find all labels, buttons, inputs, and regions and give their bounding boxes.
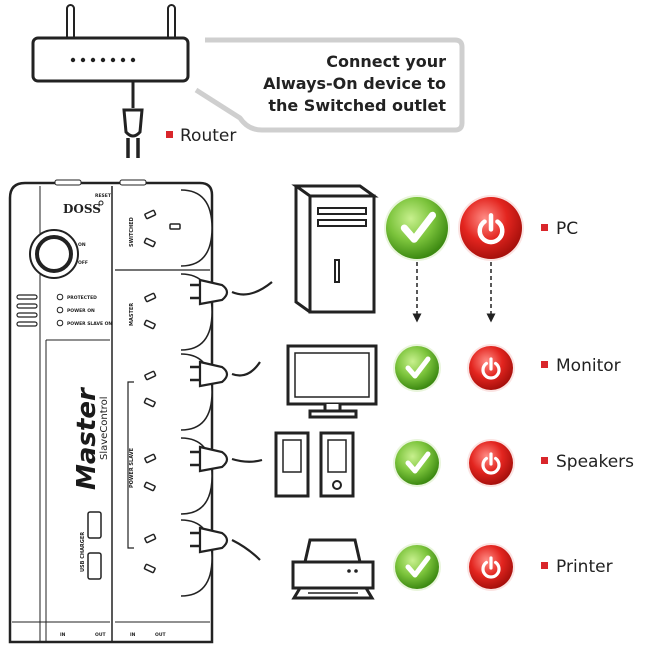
svg-text:IN: IN — [130, 632, 136, 638]
plug-icon — [190, 526, 261, 561]
speakers-bullet — [541, 457, 548, 464]
svg-text:OUT: OUT — [95, 632, 106, 638]
device-label-monitor: Monitor — [556, 356, 621, 376]
switched-label: SWITCHED — [129, 217, 135, 247]
callout-line-3: the Switched outlet — [268, 96, 446, 115]
brand-logo: DOSS — [63, 202, 101, 216]
check-icon — [384, 195, 450, 261]
power-icon — [467, 543, 515, 591]
master-slavecontrol-logo: Master SlaveControl — [72, 386, 110, 490]
svg-text:SlaveControl: SlaveControl — [99, 397, 110, 460]
switch-off-label: OFF — [78, 260, 88, 266]
check-icon — [393, 543, 441, 591]
reset-button[interactable] — [98, 200, 104, 206]
svg-text:USB CHARGER: USB CHARGER — [80, 532, 86, 572]
check-icon — [393, 439, 441, 487]
switch-on-label: ON — [78, 242, 86, 248]
power-slave-label: POWER SLAVE — [129, 447, 135, 488]
indicator-power-slave-on: POWER SLAVE ON — [67, 321, 112, 327]
power-icon — [467, 344, 515, 392]
master-label: MASTER — [129, 303, 135, 326]
power-icon — [467, 439, 515, 487]
usb-port[interactable] — [87, 552, 102, 580]
pc-tower-icon — [291, 184, 379, 314]
monitor-bullet — [541, 361, 548, 368]
svg-text:IN: IN — [60, 632, 66, 638]
router-label: Router — [180, 126, 236, 146]
callout-line-2: Always-On device to — [263, 74, 446, 93]
outlet-switched[interactable] — [143, 189, 213, 267]
usb-charger: USB CHARGER — [80, 511, 102, 580]
printer-icon — [291, 538, 375, 600]
indicator-power-on: POWER ON — [67, 308, 95, 314]
plug-icon — [190, 278, 273, 306]
power-icon — [458, 195, 524, 261]
callout-line-1: Connect your — [326, 52, 446, 71]
callout-box: Connect your Always-On device to the Swi… — [194, 37, 465, 133]
device-label-speakers: Speakers — [556, 452, 634, 472]
pc-bullet — [541, 224, 548, 231]
speakers-icon — [274, 431, 355, 498]
plug-icon — [190, 360, 261, 388]
svg-text:Master: Master — [72, 386, 102, 490]
indicator-led — [56, 319, 64, 327]
indicator-protected: PROTECTED — [67, 295, 97, 301]
printer-bullet — [541, 562, 548, 569]
router-icon — [31, 4, 190, 108]
power-strip: DOSS RESET ON OFF PROTECTED POWER ON POW… — [8, 179, 214, 644]
device-label-pc: PC — [556, 219, 578, 239]
monitor-icon — [286, 344, 378, 419]
indicator-led — [56, 306, 64, 314]
indicator-led — [56, 293, 64, 301]
reset-label: RESET — [95, 193, 112, 199]
router-bullet — [166, 131, 173, 138]
usb-port[interactable] — [87, 511, 102, 539]
plug-icon — [190, 445, 263, 473]
master-power-switch[interactable] — [29, 229, 79, 279]
router-plug-icon — [122, 108, 144, 158]
device-label-printer: Printer — [556, 557, 613, 577]
check-icon — [393, 344, 441, 392]
svg-text:OUT: OUT — [155, 632, 166, 638]
